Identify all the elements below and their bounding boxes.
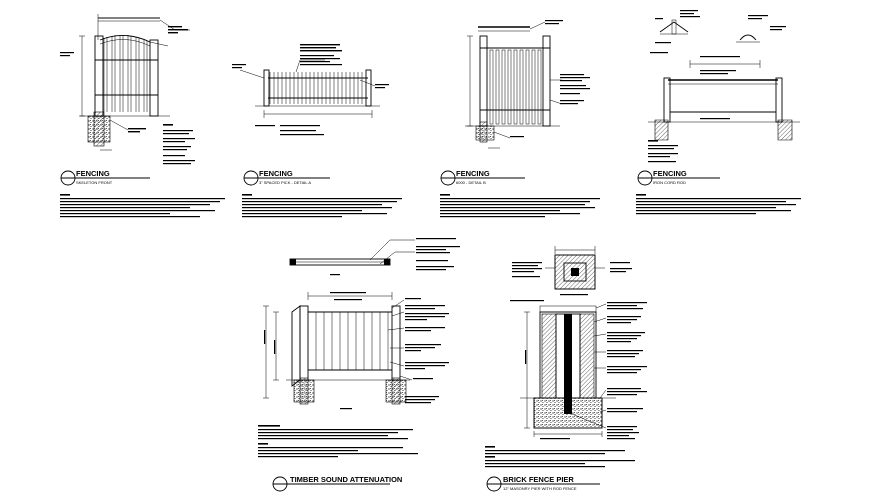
detail-title-text: FENCING <box>456 169 490 178</box>
general-notes-3 <box>440 194 600 218</box>
detail-subtitle-text: 6000 - DETAIL B <box>456 180 486 185</box>
detail-brick-fence-pier: BRICK FENCE PIER 12" MASONRY PIER WITH R… <box>485 246 647 492</box>
detail-subtitle-text: SKELETON FRONT <box>76 180 113 185</box>
pier-section-view <box>520 302 647 440</box>
detail-title-4: FENCING IRON CORD ROD <box>637 169 720 186</box>
detail-title-3: FENCING 6000 - DETAIL B <box>440 169 525 186</box>
detail-title-5: TIMBER SOUND ATTENUATION <box>272 475 402 492</box>
notes-block-5 <box>258 425 418 458</box>
detail-subtitle-text: 3" SPACED PICK - DETAIL A <box>259 180 311 185</box>
detail-title-text: FENCING <box>259 169 293 178</box>
detail-title-2: FENCING 3" SPACED PICK - DETAIL A <box>243 169 330 186</box>
notes-block-4 <box>648 140 678 163</box>
general-notes-2 <box>242 194 402 218</box>
notes-block-1 <box>163 124 195 165</box>
general-notes-1 <box>60 194 225 218</box>
detail-subtitle-text: IRON CORD ROD <box>653 180 686 185</box>
general-notes-4 <box>636 194 801 215</box>
detail-title-1: FENCING SKELETON FRONT <box>60 169 150 186</box>
detail-fencing-skeleton: FENCING SKELETON FRONT <box>60 14 225 218</box>
fence-elevation-3 <box>465 20 590 149</box>
fence-elevation-4 <box>648 10 800 141</box>
detail-title-6: BRICK FENCE PIER 12" MASONRY PIER WITH R… <box>486 475 600 492</box>
detail-title-text: FENCING <box>653 169 687 178</box>
pier-plan-view <box>510 246 632 302</box>
detail-title-text: BRICK FENCE PIER <box>503 475 574 484</box>
detail-fencing-spaced-pick: FENCING 3" SPACED PICK - DETAIL A <box>232 44 402 218</box>
plan-view-5 <box>289 238 460 276</box>
detail-subtitle-text: 12" MASONRY PIER WITH ROD FENCE <box>503 486 577 491</box>
detail-fencing-iron-cord: FENCING IRON CORD ROD <box>636 10 801 215</box>
detail-title-text: TIMBER SOUND ATTENUATION <box>290 475 402 484</box>
fence-elevation-2 <box>232 44 389 136</box>
notes-block-6 <box>485 446 635 468</box>
detail-timber-sound-attenuation: TIMBER SOUND ATTENUATION <box>258 238 460 492</box>
post-footing-note <box>255 125 324 136</box>
elevation-view-5 <box>263 292 449 410</box>
fence-elevation-1 <box>60 14 190 151</box>
detail-fencing-6000: FENCING 6000 - DETAIL B <box>440 20 600 218</box>
detail-title-text: FENCING <box>76 169 110 178</box>
